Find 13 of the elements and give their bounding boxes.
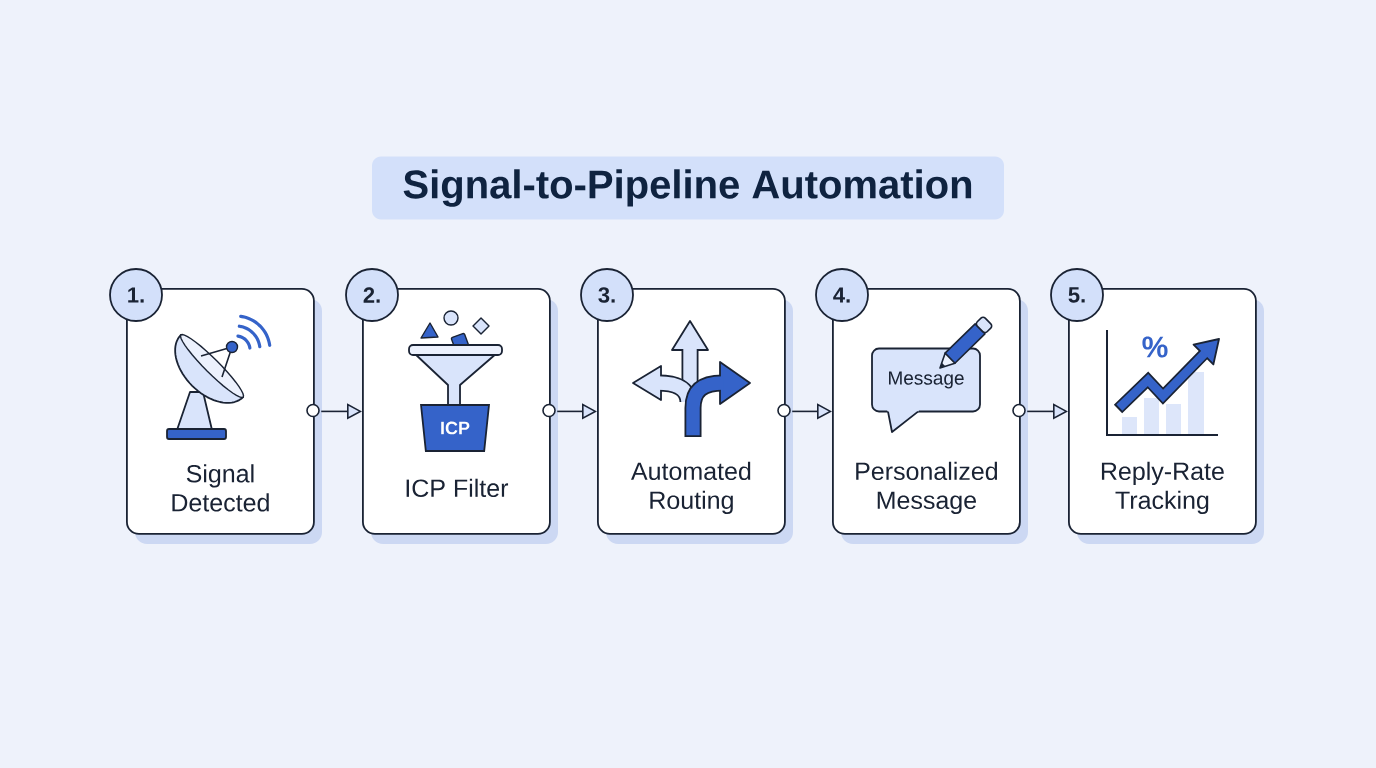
number-badge: 3. <box>580 268 634 322</box>
number-badge: 2. <box>345 268 399 322</box>
bucket: ICP <box>420 404 490 452</box>
connector-arrow <box>320 403 362 420</box>
connector-arrow <box>791 403 832 420</box>
title-banner: Signal-to-Pipeline Automation <box>372 156 1004 220</box>
number-badge: 5. <box>1050 268 1104 322</box>
connector-arrow <box>1026 403 1068 420</box>
connector-arrow <box>556 403 597 420</box>
number-badge: 4. <box>815 268 869 322</box>
number-badge: 1. <box>109 268 163 322</box>
percent-sign: % <box>1142 336 1168 358</box>
speech-bubble: Message <box>871 347 981 433</box>
